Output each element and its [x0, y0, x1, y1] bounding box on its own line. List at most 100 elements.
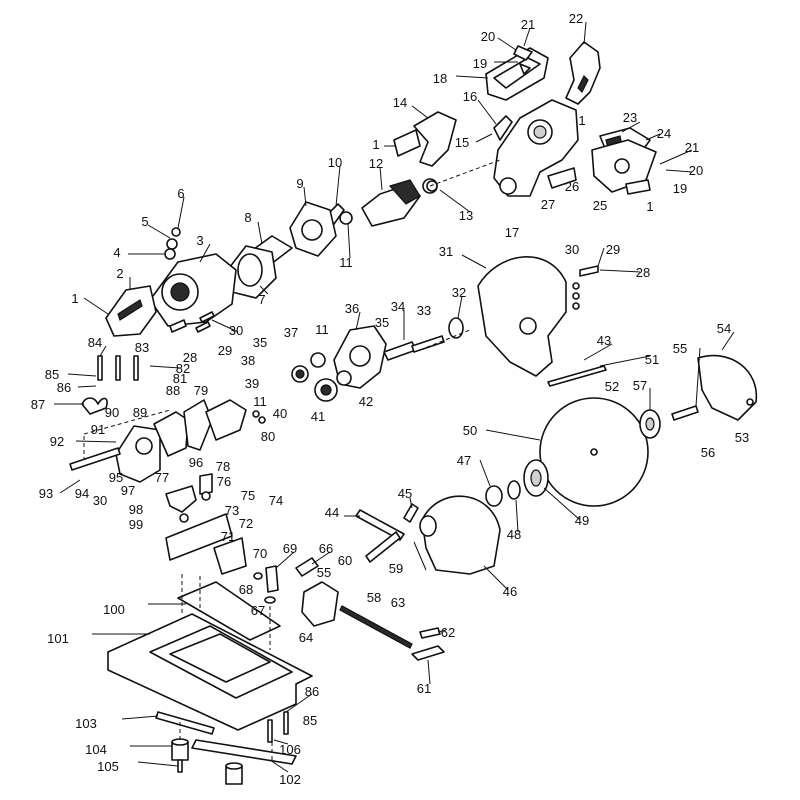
callout-30: 30 — [565, 242, 579, 257]
shaft-92 — [69, 447, 121, 471]
handle-cover-18 — [485, 47, 549, 101]
callout-73: 73 — [225, 503, 239, 518]
callout-5: 5 — [141, 214, 148, 229]
callout-31: 31 — [439, 244, 453, 259]
callout-37: 37 — [284, 325, 298, 340]
lever-97-98-99 — [165, 485, 197, 523]
callout-48: 48 — [507, 527, 521, 542]
callout-25: 25 — [593, 198, 607, 213]
callout-11: 11 — [339, 255, 353, 270]
guard-54 — [697, 354, 758, 421]
washer-32 — [448, 317, 464, 339]
callout-88: 88 — [166, 383, 180, 398]
brush-holder-14 — [413, 111, 457, 167]
callout-16: 16 — [463, 89, 477, 104]
callout-17: 17 — [505, 225, 519, 240]
callout-53: 53 — [735, 430, 749, 445]
gear-41-42 — [314, 370, 352, 402]
bolt-55-56 — [671, 405, 699, 421]
callout-92: 92 — [50, 434, 64, 449]
callout-74: 74 — [269, 493, 283, 508]
callout-68: 68 — [239, 582, 253, 597]
nuts-80 — [252, 410, 266, 424]
callout-27: 27 — [541, 197, 555, 212]
callout-9: 9 — [296, 176, 303, 191]
pivot-bracket-95 — [115, 425, 161, 483]
callout-20: 20 — [689, 163, 703, 178]
callout-3: 3 — [196, 233, 203, 248]
callout-76: 76 — [217, 474, 231, 489]
callout-62: 62 — [441, 625, 455, 640]
plate-1-left — [393, 129, 421, 157]
callout-2: 2 — [116, 266, 123, 281]
callout-96: 96 — [189, 455, 203, 470]
bracket-79 — [205, 399, 247, 441]
callout-33: 33 — [417, 303, 431, 318]
bearing-11-top — [339, 211, 353, 225]
callout-91: 91 — [91, 422, 105, 437]
callout-46: 46 — [503, 584, 517, 599]
callout-85: 85 — [45, 367, 59, 382]
gears-37-38-39 — [291, 352, 326, 383]
flange-57 — [639, 409, 661, 439]
vice-screw-63 — [339, 605, 413, 649]
callout-83: 83 — [135, 340, 149, 355]
callout-86: 86 — [57, 380, 71, 395]
bracket-88 — [183, 399, 213, 451]
callout-56: 56 — [701, 445, 715, 460]
callout-64: 64 — [299, 630, 313, 645]
callout-67: 67 — [251, 603, 265, 618]
callout-14: 14 — [393, 95, 407, 110]
callout-29: 29 — [218, 343, 232, 358]
fan-plate-9 — [289, 201, 337, 257]
callout-63: 63 — [391, 595, 405, 610]
callout-69: 69 — [283, 541, 297, 556]
callout-30: 30 — [93, 493, 107, 508]
stud-16 — [493, 115, 513, 141]
callout-32: 32 — [452, 285, 466, 300]
washers-67-68 — [253, 572, 276, 604]
callout-35: 35 — [253, 335, 267, 350]
callout-104: 104 — [85, 742, 107, 757]
screw-53 — [746, 398, 754, 406]
callout-24: 24 — [657, 126, 671, 141]
callout-20: 20 — [481, 29, 495, 44]
callout-15: 15 — [455, 135, 469, 150]
armature-12 — [361, 178, 438, 227]
gear-housing-17 — [493, 99, 579, 197]
callout-26: 26 — [565, 179, 579, 194]
feet-104 — [171, 738, 243, 785]
stator-7 — [225, 245, 277, 299]
callout-45: 45 — [398, 486, 412, 501]
callout-86: 86 — [305, 684, 319, 699]
callout-81: 81 — [173, 371, 187, 386]
callout-6: 6 — [177, 186, 184, 201]
callout-43: 43 — [597, 333, 611, 348]
base-101 — [107, 613, 313, 731]
vice-body-64 — [301, 581, 339, 627]
callout-36: 36 — [345, 301, 359, 316]
callout-21: 21 — [521, 17, 535, 32]
callout-50: 50 — [463, 423, 477, 438]
bolts-84-85-86 — [97, 355, 139, 381]
flange-49 — [523, 459, 549, 497]
callout-28: 28 — [636, 265, 650, 280]
callout-1: 1 — [646, 199, 653, 214]
fence-plate-72 — [165, 513, 233, 561]
pins-28-29-30-right — [572, 265, 599, 310]
handle-61-62 — [411, 627, 445, 661]
callout-38: 38 — [241, 353, 255, 368]
callout-61: 61 — [417, 681, 431, 696]
callout-40: 40 — [273, 406, 287, 421]
callout-21: 21 — [685, 140, 699, 155]
callout-22: 22 — [569, 11, 583, 26]
callout-52: 52 — [605, 379, 619, 394]
brush-cap-4-5-6 — [164, 227, 181, 260]
blade-guard-31 — [477, 256, 567, 377]
bolts-85-86-bottom — [267, 711, 289, 743]
callout-49: 49 — [575, 513, 589, 528]
callout-10: 10 — [328, 155, 342, 170]
plate-102 — [191, 739, 297, 765]
